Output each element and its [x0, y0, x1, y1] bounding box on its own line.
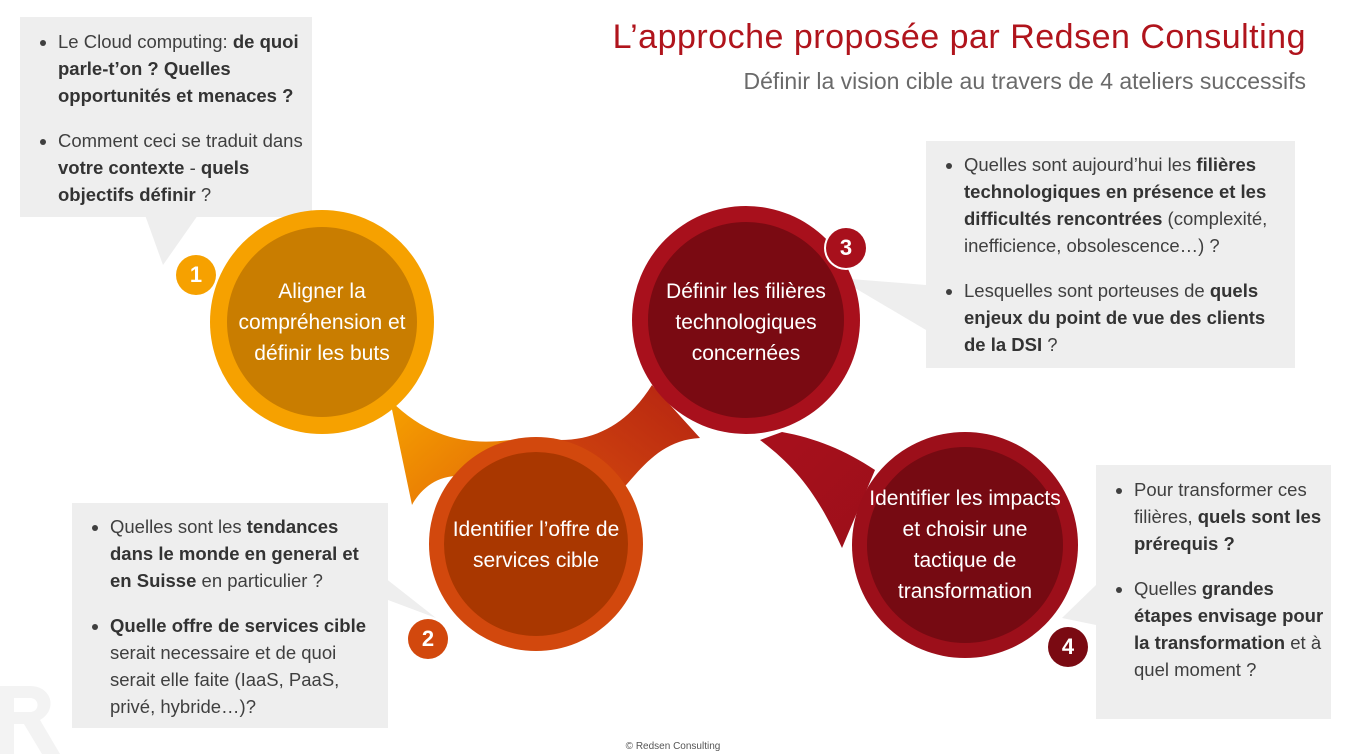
callout-bullet: Quelles sont aujourd’hui les filières te… [964, 151, 1289, 259]
callout-list-3: Quelles sont aujourd’hui les filières te… [926, 151, 1289, 358]
text-run: - [184, 157, 201, 178]
text-run: Pour transformer ces filières, [1134, 479, 1307, 527]
text-run: Comment ceci se traduit dans [58, 130, 303, 151]
step-2-inner-circle [444, 452, 628, 636]
step-1-inner-circle [227, 227, 417, 417]
callout-pointer-1 [145, 215, 198, 265]
text-run: Quelles [1134, 578, 1202, 599]
text-run: ? [1042, 334, 1058, 355]
bold-text-run: filières technologiques en présence et l… [964, 154, 1267, 229]
callout-bullet: Pour transformer ces filières, quels son… [1134, 476, 1325, 557]
page-title: L’approche proposée par Redsen Consultin… [613, 18, 1306, 57]
callout-box-2: Quelles sont les tendances dans le monde… [72, 503, 388, 728]
step-3-inner-circle [648, 222, 844, 418]
text-run: et à quel moment ? [1134, 632, 1322, 680]
step-1-number-badge: 1 [176, 255, 216, 295]
callout-bullet: Comment ceci se traduit dans votre conte… [58, 127, 304, 208]
text-run: (complexité, inefficience, obsolescence…… [964, 208, 1268, 256]
bold-text-run: tendances dans le monde en general et en… [110, 516, 359, 591]
redsen-logo-watermark [0, 686, 60, 754]
callout-pointer-2 [375, 548, 436, 618]
callout-pointer-3 [838, 278, 926, 330]
text-run: Lesquelles sont porteuses de [964, 280, 1210, 301]
bold-text-run: quels sont les prérequis ? [1134, 506, 1322, 554]
page-subtitle: Définir la vision cible au travers de 4 … [743, 68, 1306, 94]
text-run: en particulier ? [196, 570, 323, 591]
bold-text-run: quels objectifs définir [58, 157, 250, 205]
step-4-inner-circle [867, 447, 1063, 643]
callout-list-2: Quelles sont les tendances dans le monde… [72, 513, 380, 720]
callout-box-4: Pour transformer ces filières, quels son… [1096, 465, 1331, 719]
callout-bullet: Quelles sont les tendances dans le monde… [110, 513, 380, 594]
bold-text-run: de quoi parle-t’on ? Quelles opportunité… [58, 31, 299, 106]
connector-1-2 [390, 400, 510, 505]
step-3-label: Définir les filières technologiques conc… [666, 279, 826, 365]
bold-text-run: Quelle offre de services cible [110, 615, 367, 636]
bold-text-run: quels enjeux du point de vue des clients… [964, 280, 1266, 355]
step-2-number-badge: 2 [408, 619, 448, 659]
text-run: serait necessaire et de quoi serait elle… [110, 642, 340, 717]
callout-list-4: Pour transformer ces filières, quels son… [1096, 476, 1325, 683]
callout-bullet: Quelle offre de services cible serait ne… [110, 612, 380, 720]
step-1-label: Aligner la compréhension et définir les … [238, 279, 406, 365]
step-2-label: Identifier l’offre de services cible [452, 518, 620, 572]
step-4-number-badge: 4 [1048, 627, 1088, 667]
step-4-label: Identifier les impacts et choisir une ta… [869, 487, 1061, 603]
bold-text-run: grandes étapes envisage pour la transfor… [1134, 578, 1324, 653]
text-run: Quelles sont les [110, 516, 247, 537]
callout-bullet: Le Cloud computing: de quoi parle-t’on ?… [58, 28, 304, 109]
text-run: Le Cloud computing: [58, 31, 233, 52]
callout-list-1: Le Cloud computing: de quoi parle-t’on ?… [20, 28, 304, 208]
footer-copyright: © Redsen Consulting [625, 741, 721, 752]
callout-box-1: Le Cloud computing: de quoi parle-t’on ?… [20, 17, 312, 217]
callout-pointer-4 [1062, 585, 1096, 625]
callout-bullet: Lesquelles sont porteuses de quels enjeu… [964, 277, 1289, 358]
text-run: ? [195, 184, 212, 205]
text-run: Quelles sont aujourd’hui les [964, 154, 1197, 175]
bold-text-run: votre contexte [58, 157, 185, 178]
step-3-number-badge: 3 [826, 228, 866, 268]
connector-3-4 [760, 432, 875, 548]
title-text: L’approche proposée par Redsen Consultin… [612, 18, 1306, 56]
callout-bullet: Quelles grandes étapes envisage pour la … [1134, 575, 1325, 683]
callout-box-3: Quelles sont aujourd’hui les filières te… [926, 141, 1295, 368]
